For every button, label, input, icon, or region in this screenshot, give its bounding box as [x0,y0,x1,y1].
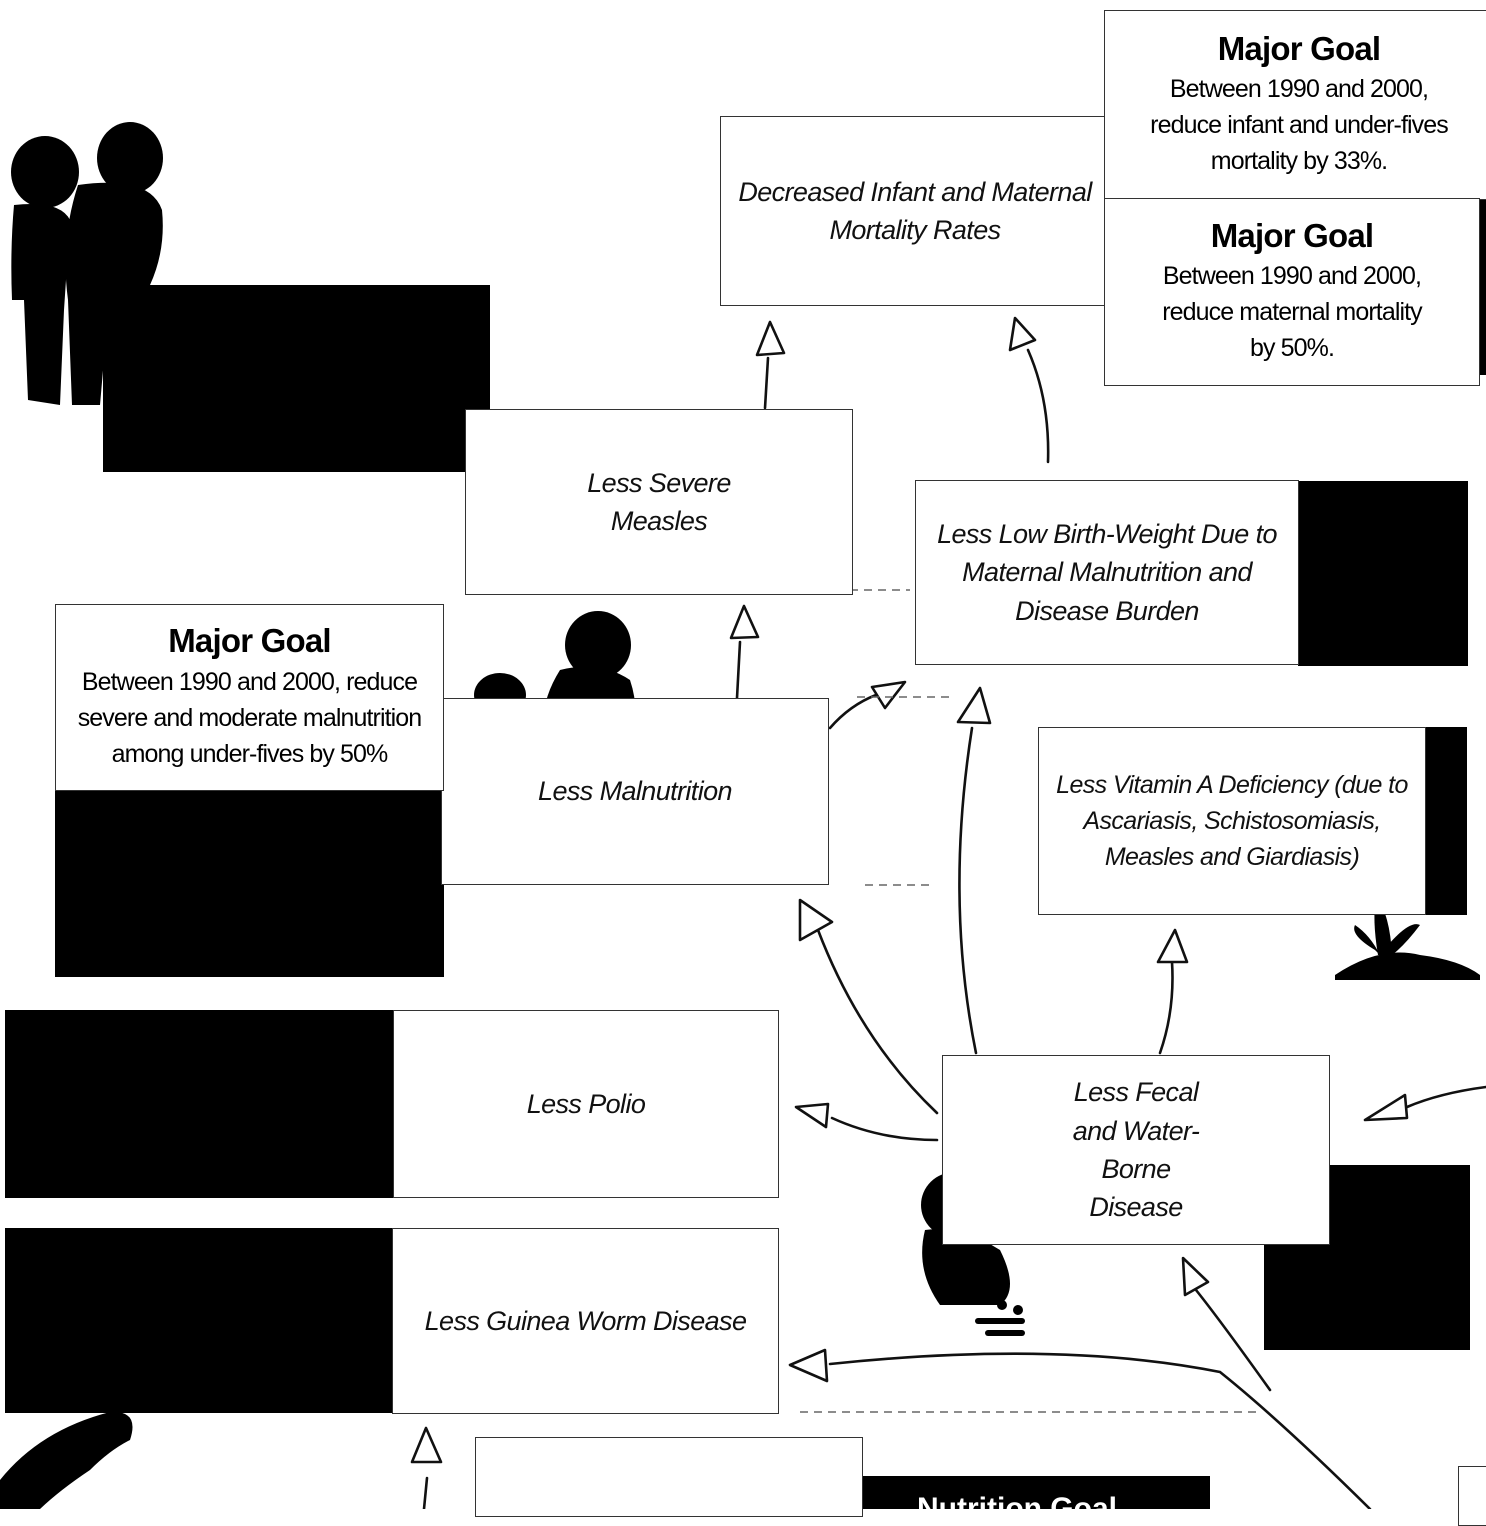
edge-malnutrition-to-lbw [828,693,878,730]
arrowhead-icon [755,320,786,357]
goal-text: Between 1990 and 2000, reduce severe and… [77,667,423,768]
arrowhead-icon [1156,928,1189,964]
arrowhead-icon [794,1102,830,1129]
node-label: Less Vitamin A Deficiency (due to Ascari… [1056,770,1408,872]
figure-bending-icon [0,1411,133,1509]
goal-text: Between 1990 and 2000, reduce infant and… [1150,75,1449,176]
node-label: Less Polio [526,1088,646,1119]
edge-bottom-up [422,1476,429,1509]
goal-text: Between 1990 and 2000, reduce maternal m… [1162,262,1422,363]
edge-right-to-fecal [1405,1085,1486,1109]
node-less-guinea-worm: Less Guinea Worm Disease [392,1228,779,1414]
node-label: Less Fecal and Water-Borne Disease [1072,1077,1200,1223]
edge-malnutrition-to-measles [735,640,742,700]
node-label: Less Low Birth-Weight Due to Maternal Ma… [937,519,1277,626]
edge-fecal-to-lbw [958,726,978,1055]
node-less-vitamin-a: Less Vitamin A Deficiency (due to Ascari… [1038,727,1426,915]
node-less-low-birth-weight: Less Low Birth-Weight Due to Maternal Ma… [915,480,1299,665]
arrowhead-icon [1181,1256,1210,1297]
arrowhead-icon [410,1426,443,1464]
arrowhead-icon [1008,316,1037,352]
children-silhouette-icon [11,122,163,405]
node-label: Less Malnutrition [538,776,733,807]
image-block-vitamin [1425,727,1467,915]
arrowhead-icon [870,680,907,710]
image-block-top-left [103,285,490,472]
node-less-fecal: Less Fecal and Water-Borne Disease [942,1055,1330,1245]
major-goal-malnutrition: Major Goal Between 1990 and 2000, reduce… [55,604,444,791]
goal-title: Major Goal [168,622,331,660]
node-less-severe-measles: Less Severe Measles [465,409,853,595]
edge-guinea-up [1194,1288,1272,1392]
arrowhead-icon [798,898,834,942]
image-block-guinea [5,1228,393,1413]
node-label: Less Severe Measles [587,467,731,536]
edge-to-guinea [828,1352,1372,1509]
image-block-goal-bottom [55,790,444,977]
node-partial-bottom [475,1437,863,1517]
node-label: Less Guinea Worm Disease [424,1305,747,1336]
edge-fecal-to-malnutrition [816,928,939,1115]
arrowhead-icon [956,686,992,725]
major-goal-maternal: Major Goal Between 1990 and 2000, reduce… [1104,198,1480,386]
image-block-bottom-banner: Nutrition Goal [822,1476,1210,1509]
node-decreased-mortality: Decreased Infant and Maternal Mortality … [720,116,1110,306]
edge-lbw-to-mortality [1026,348,1050,464]
node-less-polio: Less Polio [393,1010,779,1198]
image-block-lbw [1298,481,1468,666]
image-block-polio [5,1010,395,1198]
plant-icon [1335,895,1480,980]
edge-measles-to-mortality [763,356,770,410]
bottom-banner-text: Nutrition Goal [917,1492,1117,1509]
arrowhead-icon [788,1348,829,1383]
edge-fecal-to-vitamin [1158,960,1174,1055]
arrowhead-icon [729,604,760,640]
node-label: Decreased Infant and Maternal Mortality … [738,176,1092,245]
arrowhead-icon [1363,1093,1409,1122]
major-goal-infant: Major Goal Between 1990 and 2000, reduce… [1104,10,1486,200]
node-partial-bottom-right [1458,1466,1486,1526]
node-less-malnutrition: Less Malnutrition [441,698,829,885]
edge-fecal-to-polio [830,1116,939,1142]
goal-title: Major Goal [1210,216,1374,254]
goal-title: Major Goal [1217,29,1381,67]
